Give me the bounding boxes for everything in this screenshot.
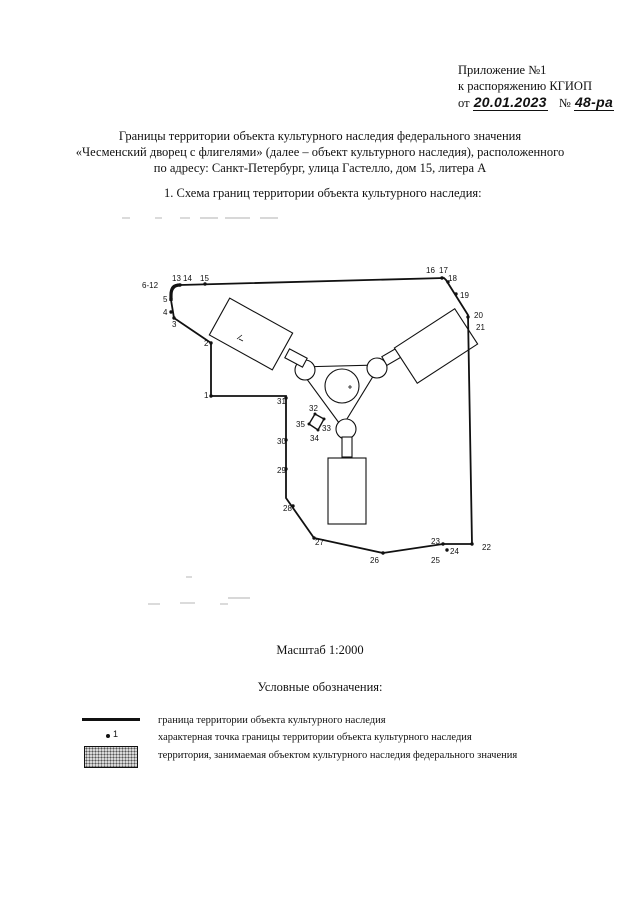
building-corner-ne [366, 357, 388, 379]
point-30 [284, 438, 288, 442]
legend-row-point: 1 характерная точка границы территории о… [80, 728, 472, 746]
point-34 [316, 428, 320, 432]
legend-point-number: 1 [113, 729, 119, 739]
annex-number: 48-ра [573, 94, 615, 111]
point-26 [381, 551, 385, 555]
label-13: 13 [172, 274, 181, 283]
point-16 [440, 276, 444, 280]
building-neck-w [284, 348, 308, 368]
annex-title: Приложение №1 [458, 63, 547, 77]
label-34: 34 [310, 434, 319, 443]
point-29 [284, 467, 288, 471]
boundary-scheme: 6-12 13 14 15 16 17 18 19 20 21 22 23 24… [122, 217, 491, 605]
territory-boundary [170, 277, 473, 554]
section-title: 1. Схема границ территории объекта культ… [164, 186, 482, 200]
point-3 [172, 316, 176, 320]
label-26: 26 [370, 556, 379, 565]
legend-area-symbol [80, 746, 140, 768]
label-27: 27 [315, 538, 324, 547]
label-5: 5 [163, 295, 168, 304]
annex-date: 20.01.2023 [472, 94, 548, 111]
annex-order-line: к распоряжению КГИОП [458, 79, 592, 93]
legend-boundary-symbol [80, 711, 140, 729]
point-13 [178, 283, 182, 287]
point-31 [284, 396, 288, 400]
legend-row-boundary: граница территории объекта культурного н… [80, 711, 386, 729]
heading-line-2: «Чесменский дворец с флигелями» (далее –… [75, 145, 565, 159]
label-35: 35 [296, 420, 305, 429]
label-18: 18 [448, 274, 457, 283]
legend-title: Условные обозначения: [257, 680, 383, 694]
annex-date-prefix: от [458, 96, 470, 110]
boundary-arc-6-12 [169, 283, 181, 301]
label-31: 31 [277, 397, 286, 406]
point-5 [169, 297, 173, 301]
point-35 [307, 422, 311, 426]
heading-line-3: по адресу: Санкт-Петербург, улица Гастел… [153, 161, 487, 175]
point-4 [169, 310, 173, 314]
heritage-building [208, 297, 479, 525]
label-23: 23 [431, 537, 440, 546]
label-32: 32 [309, 404, 318, 413]
wing-west [208, 297, 294, 371]
legend-point-text: характерная точка границы территории объ… [158, 731, 472, 743]
label-29: 29 [277, 466, 286, 475]
wing-south [327, 457, 367, 525]
building-center-dome [324, 368, 360, 404]
label-33: 33 [322, 424, 331, 433]
scale-label: Масштаб 1:2000 [276, 643, 364, 657]
scan-marks [122, 217, 278, 605]
document-heading: Границы территории объекта культурного н… [40, 128, 600, 176]
label-28: 28 [283, 504, 292, 513]
label-2: 2 [204, 339, 209, 348]
heading-line-1: Границы территории объекта культурного н… [118, 129, 522, 143]
point-27 [312, 536, 316, 540]
label-15: 15 [200, 274, 209, 283]
label-19: 19 [460, 291, 469, 300]
legend-boundary-text: граница территории объекта культурного н… [158, 714, 386, 726]
label-25: 25 [431, 556, 440, 565]
boundary-points [169, 276, 474, 555]
point-18 [446, 280, 450, 284]
point-labels: 6-12 13 14 15 16 17 18 19 20 21 22 23 24… [142, 266, 491, 565]
point-23 [441, 542, 445, 546]
label-17: 17 [439, 266, 448, 275]
legend-area-text: территория, занимаемая объектом культурн… [158, 749, 518, 761]
label-6-12: 6-12 [142, 281, 159, 290]
central-mark [348, 385, 352, 389]
point-1 [209, 394, 213, 398]
label-14: 14 [183, 274, 192, 283]
label-3: 3 [172, 320, 177, 329]
wing-east [393, 308, 479, 384]
point-19 [454, 292, 458, 296]
annex-number-prefix: № [558, 96, 571, 110]
west-wing-mark [236, 334, 244, 342]
legend-row-area: территория, занимаемая объектом культурн… [80, 746, 517, 768]
label-22: 22 [482, 543, 491, 552]
point-2 [209, 341, 213, 345]
label-21: 21 [476, 323, 485, 332]
label-20: 20 [474, 311, 483, 320]
point-32 [313, 412, 317, 416]
building-corner-s [335, 418, 357, 440]
label-30: 30 [277, 437, 286, 446]
label-4: 4 [163, 308, 168, 317]
point-22 [470, 542, 474, 546]
point-28 [291, 504, 295, 508]
building-neck-s [341, 436, 353, 458]
point-33 [322, 417, 326, 421]
label-24: 24 [450, 547, 459, 556]
label-16: 16 [426, 266, 435, 275]
annex-block: Приложение №1 к распоряжению КГИОП от 20… [458, 62, 615, 111]
point-20 [466, 315, 470, 319]
legend-point-symbol: 1 [80, 728, 140, 746]
annex-date-line: от 20.01.2023 № 48-ра [458, 94, 615, 111]
point-15 [203, 282, 207, 286]
label-1: 1 [204, 391, 209, 400]
point-24 [445, 548, 449, 552]
